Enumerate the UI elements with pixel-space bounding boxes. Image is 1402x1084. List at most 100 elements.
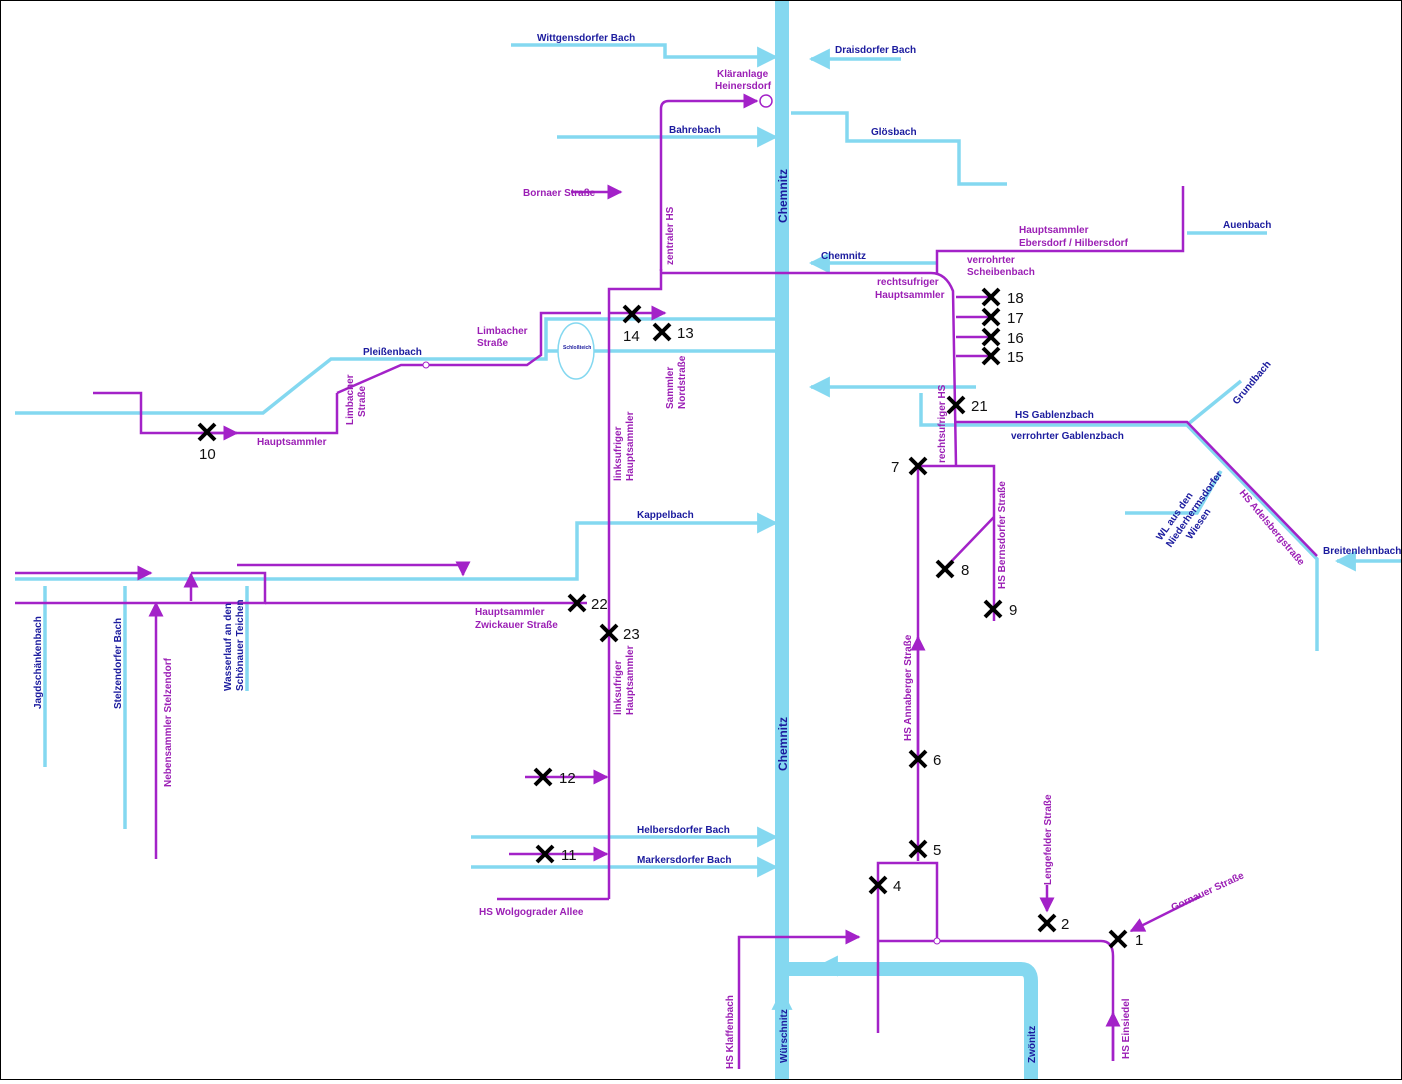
site-label-1: 1 [1135,932,1143,949]
label-linksufriger-bottom: linksufriger Hauptsammler [613,645,636,715]
svg-text:linksufriger: linksufriger [613,426,624,481]
label-wittgensdorfer: Wittgensdorfer Bach [537,33,635,44]
label-wl-niederhermsdorf: WL aus den Niederhermsdorfer Wiesen [1154,469,1225,549]
label-hs-zwickauer-2: Zwickauer Straße [475,620,558,631]
site-marker-4: 4 [868,875,901,895]
label-draisdorfer: Draisdorfer Bach [835,45,916,56]
label-chemnitz-top: Chemnitz [776,169,790,223]
site-marker-1: 1 [1108,929,1143,949]
label-linksufriger-top: linksufriger Hauptsammler [613,411,636,481]
label-bahrebach: Bahrebach [669,125,721,136]
label-limbacher-h-2: Straße [477,338,509,349]
site-label-5: 5 [933,842,941,859]
site-marker-11: 11 [535,844,577,864]
label-auenbach: Auenbach [1223,220,1271,231]
site-marker-18: 18 [981,287,1024,307]
zwoenitz-river [782,962,1038,1079]
site-marker-17: 17 [981,307,1024,327]
site-label-23: 23 [623,626,640,643]
site-label-8: 8 [961,562,969,579]
site-label-16: 16 [1007,330,1024,347]
label-limbacher-h-1: Limbacher [477,326,528,337]
site-marker-13: 13 [652,322,694,342]
label-scheibenbach-1: verrohrter [967,255,1015,266]
river-labels: Wittgensdorfer Bach Draisdorfer Bach Bah… [33,33,1401,1063]
label-rechtsufriger-hs-v: rechtsufriger HS [937,384,948,463]
label-hs-klaffenbach: HS Klaffenbach [725,995,736,1069]
svg-text:Nordstraße: Nordstraße [677,355,688,409]
site-label-18: 18 [1007,290,1024,307]
svg-text:Hauptsammler: Hauptsammler [625,411,636,481]
label-wuerschnitz: Würschnitz [779,1009,790,1063]
label-hs-ebersdorf-2: Ebersdorf / Hilbersdorf [1019,238,1129,249]
label-zentraler-hs: zentraler HS [665,206,676,265]
site-label-17: 17 [1007,310,1024,327]
svg-text:Schönauer Teichen: Schönauer Teichen [235,599,246,691]
label-gloesbach: Glösbach [871,127,917,138]
site-marker-14: 14 [622,304,642,345]
site-marker-8: 8 [935,559,969,579]
site-label-15: 15 [1007,349,1024,366]
label-scheibenbach-2: Scheibenbach [967,267,1035,278]
sewers [15,93,1318,1069]
site-label-21: 21 [971,398,988,415]
sewer-labels: Kläranlage Heinersdorf Bornaer Straße ze… [163,69,1307,1069]
label-hs-adelsberg: HS Adelsbergstraße [1237,488,1307,568]
svg-text:Limbacher: Limbacher [345,374,356,425]
site-label-22: 22 [591,596,608,613]
label-klaeranlage-1: Kläranlage [717,69,769,80]
svg-text:Hauptsammler: Hauptsammler [625,645,636,715]
site-marker-2: 2 [1037,913,1069,933]
site-marker-7: 7 [891,456,928,476]
label-hs-annaberger: HS Annaberger Straße [903,634,914,741]
label-stelzendorfer: Stelzendorfer Bach [113,618,124,709]
label-bornaer: Bornaer Straße [523,188,596,199]
label-verrohrter-gablenzbach: verrohrter Gablenzbach [1011,431,1124,442]
gloesbach-river [791,111,1007,186]
grundbach-river [1185,379,1243,427]
label-sammler-nordstrasse: Sammler Nordstraße [665,355,688,409]
label-zwoenitz: Zwönitz [1027,1026,1038,1063]
label-wasserlauf: Wasserlauf an den Schönauer Teichen [223,599,246,691]
label-hs-gablenzbach: HS Gablenzbach [1015,410,1094,421]
site-label-10: 10 [199,446,216,463]
label-hs-wolgograder: HS Wolgograder Allee [479,907,584,918]
svg-text:Wasserlauf an den: Wasserlauf an den [223,603,234,691]
label-limbacher-v: Limbacher Straße [345,374,368,425]
site-label-4: 4 [893,878,901,895]
site-label-11: 11 [561,847,577,864]
schlossteich-pond [557,322,595,380]
site-marker-9: 9 [983,599,1017,619]
label-rechtsufriger-2: Hauptsammler [875,290,945,301]
label-pleissenbach: Pleißenbach [363,347,422,358]
klaeranlage-symbol [759,94,773,108]
site-label-6: 6 [933,752,941,769]
site-marker-10: 10 [197,422,217,463]
wittgensdorfer-river [511,43,779,68]
label-markersdorfer: Markersdorfer Bach [637,855,731,866]
svg-text:Sammler: Sammler [665,367,676,409]
site-label-7: 7 [891,459,899,476]
site-marker-23: 23 [599,623,640,643]
rivers [15,1,1401,1079]
site-marker-21: 21 [946,395,988,415]
label-helbersdorfer: Helbersdorfer Bach [637,825,730,836]
label-kappelbach: Kappelbach [637,510,694,521]
label-chemnitz-small: Chemnitz [821,251,866,262]
site-marker-15: 15 [981,346,1024,366]
site-label-14: 14 [623,328,640,345]
label-lengefelder: Lengefelder Straße [1043,794,1054,885]
site-label-2: 2 [1061,916,1069,933]
label-gornauer: Gornauer Straße [1170,870,1247,914]
site-marker-16: 16 [981,327,1024,347]
label-jagdschaenkenbach: Jagdschänkenbach [33,616,44,709]
site-marker-6: 6 [908,749,941,769]
svg-text:linksufriger: linksufriger [613,660,624,715]
label-hauptsammler-w: Hauptsammler [257,437,327,448]
label-schlossteich: Schloßteich [563,345,591,351]
site-marker-12: 12 [533,767,576,787]
label-hs-einsiedel: HS Einsiedel [1121,998,1132,1059]
label-rechtsufriger-1: rechtsufriger [877,277,939,288]
